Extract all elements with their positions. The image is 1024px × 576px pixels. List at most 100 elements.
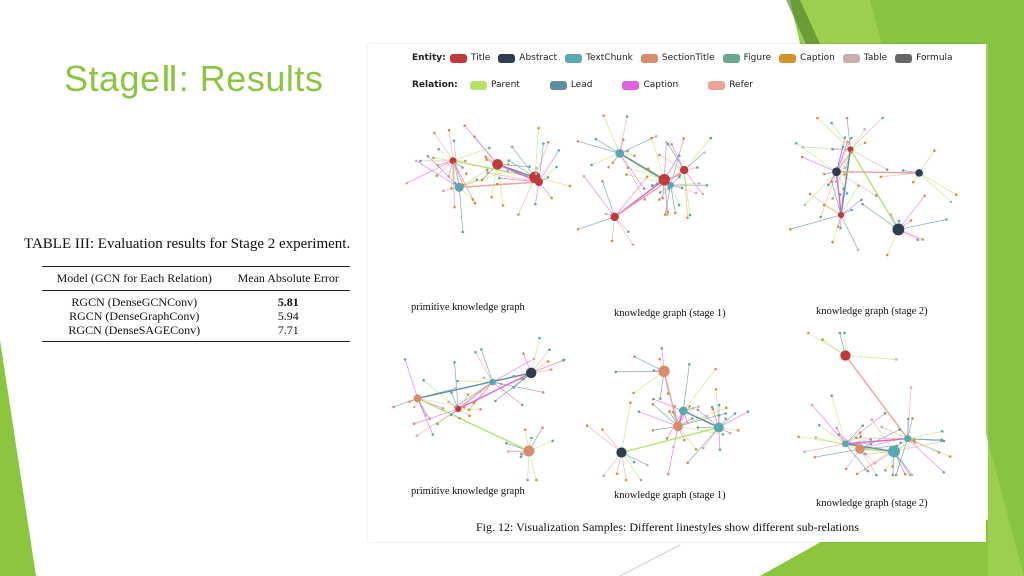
graph-node xyxy=(897,219,901,223)
graph-node xyxy=(892,223,905,236)
graph-node xyxy=(846,140,849,144)
results-table: Model (GCN for Each Relation) Mean Absol… xyxy=(42,266,350,342)
graph-edge xyxy=(836,171,877,196)
graph-node xyxy=(885,168,889,171)
graph-node xyxy=(466,393,470,396)
graph-node xyxy=(629,401,632,404)
graph-node xyxy=(582,174,586,178)
graph-edge xyxy=(464,125,498,165)
graph-node xyxy=(453,181,457,185)
graph-node xyxy=(887,445,900,458)
graph-node xyxy=(911,417,914,420)
model-cell: RGCN (DenseGraphConv) xyxy=(69,309,200,323)
graph-node xyxy=(651,428,655,432)
graph-node xyxy=(632,460,636,464)
graph-node xyxy=(913,441,917,444)
graph-node xyxy=(458,416,461,420)
graph-node xyxy=(810,403,814,407)
graph-node xyxy=(463,159,467,163)
mae-cell: 5.81 xyxy=(277,295,299,309)
graph-node xyxy=(462,405,466,409)
graph-edge xyxy=(918,150,935,174)
graph-node xyxy=(789,227,792,231)
graph-node xyxy=(908,473,912,477)
graph-edge xyxy=(417,398,465,408)
graph-node xyxy=(615,149,625,158)
graph-node xyxy=(837,433,840,436)
graph-node xyxy=(830,121,833,125)
graph-edge xyxy=(677,426,697,450)
graph-node xyxy=(548,348,551,352)
legend-relation-label: Caption xyxy=(643,80,679,90)
graph-edge xyxy=(670,185,676,214)
model-cell: RGCN (DenseSAGEConv) xyxy=(42,323,227,342)
graph-node xyxy=(694,447,698,451)
graph-edge xyxy=(880,172,920,178)
graph-node xyxy=(498,176,501,180)
graph-node xyxy=(705,414,709,418)
graph-node xyxy=(616,447,627,458)
legend-relation-parent: Parent xyxy=(470,80,520,90)
graph-node xyxy=(937,451,941,454)
graph-edge xyxy=(619,152,665,181)
graph-node xyxy=(488,146,491,150)
relation-legend: Relation: Parent Lead Caption Refer xyxy=(412,80,783,90)
graph-edge xyxy=(492,381,523,406)
graph-node xyxy=(484,155,488,159)
graph-edge xyxy=(815,437,861,450)
graph-node xyxy=(626,166,630,170)
graph-node xyxy=(838,193,842,196)
graph-node xyxy=(850,136,853,140)
graph-node xyxy=(678,173,682,177)
panel-caption: knowledge graph (stage 2) xyxy=(816,306,928,317)
graph-node xyxy=(551,439,554,443)
graph-node xyxy=(697,405,700,408)
graph-edge xyxy=(683,170,688,218)
graph-edge xyxy=(621,402,631,453)
graph-node xyxy=(412,422,416,426)
graph-node xyxy=(413,394,422,403)
graph-node xyxy=(940,430,944,433)
graph-node xyxy=(801,145,805,149)
swatch-icon xyxy=(622,80,640,90)
graph-node xyxy=(631,243,635,247)
graph-node xyxy=(667,187,671,191)
graph-node xyxy=(863,467,867,471)
graph-edge xyxy=(817,117,851,150)
relation-legend-label: Relation: xyxy=(412,80,458,90)
graph-node xyxy=(746,410,750,413)
graph-panel xyxy=(789,116,958,257)
graph-node xyxy=(538,336,541,340)
graph-edge xyxy=(845,443,895,453)
graph-node xyxy=(901,169,905,172)
graph-node xyxy=(594,137,598,141)
graph-edge xyxy=(591,153,620,166)
graph-node xyxy=(713,422,724,433)
graph-node xyxy=(688,363,691,366)
graph-edge xyxy=(603,115,621,154)
graph-node xyxy=(472,401,476,405)
graph-node xyxy=(658,365,670,377)
graph-node xyxy=(955,193,958,197)
graph-node xyxy=(522,377,525,381)
graph-edge xyxy=(809,193,842,216)
graph-node xyxy=(482,376,486,380)
graph-node xyxy=(658,357,662,361)
graph-edge xyxy=(667,143,685,171)
graph-node xyxy=(447,128,451,132)
graph-node xyxy=(909,219,913,222)
graph-node xyxy=(822,203,826,207)
graph-edge xyxy=(671,144,685,171)
graph-edge xyxy=(859,429,900,450)
graph-edge xyxy=(663,371,679,427)
graph-edge xyxy=(677,425,724,435)
graph-node xyxy=(447,400,451,404)
graph-node xyxy=(534,177,543,187)
graph-edge xyxy=(836,171,920,174)
graph-node xyxy=(626,149,630,153)
graph-edge xyxy=(452,147,490,162)
graph-node xyxy=(534,202,537,206)
graph-node xyxy=(535,478,538,482)
graph-node xyxy=(721,433,725,436)
graph-node xyxy=(830,394,834,397)
